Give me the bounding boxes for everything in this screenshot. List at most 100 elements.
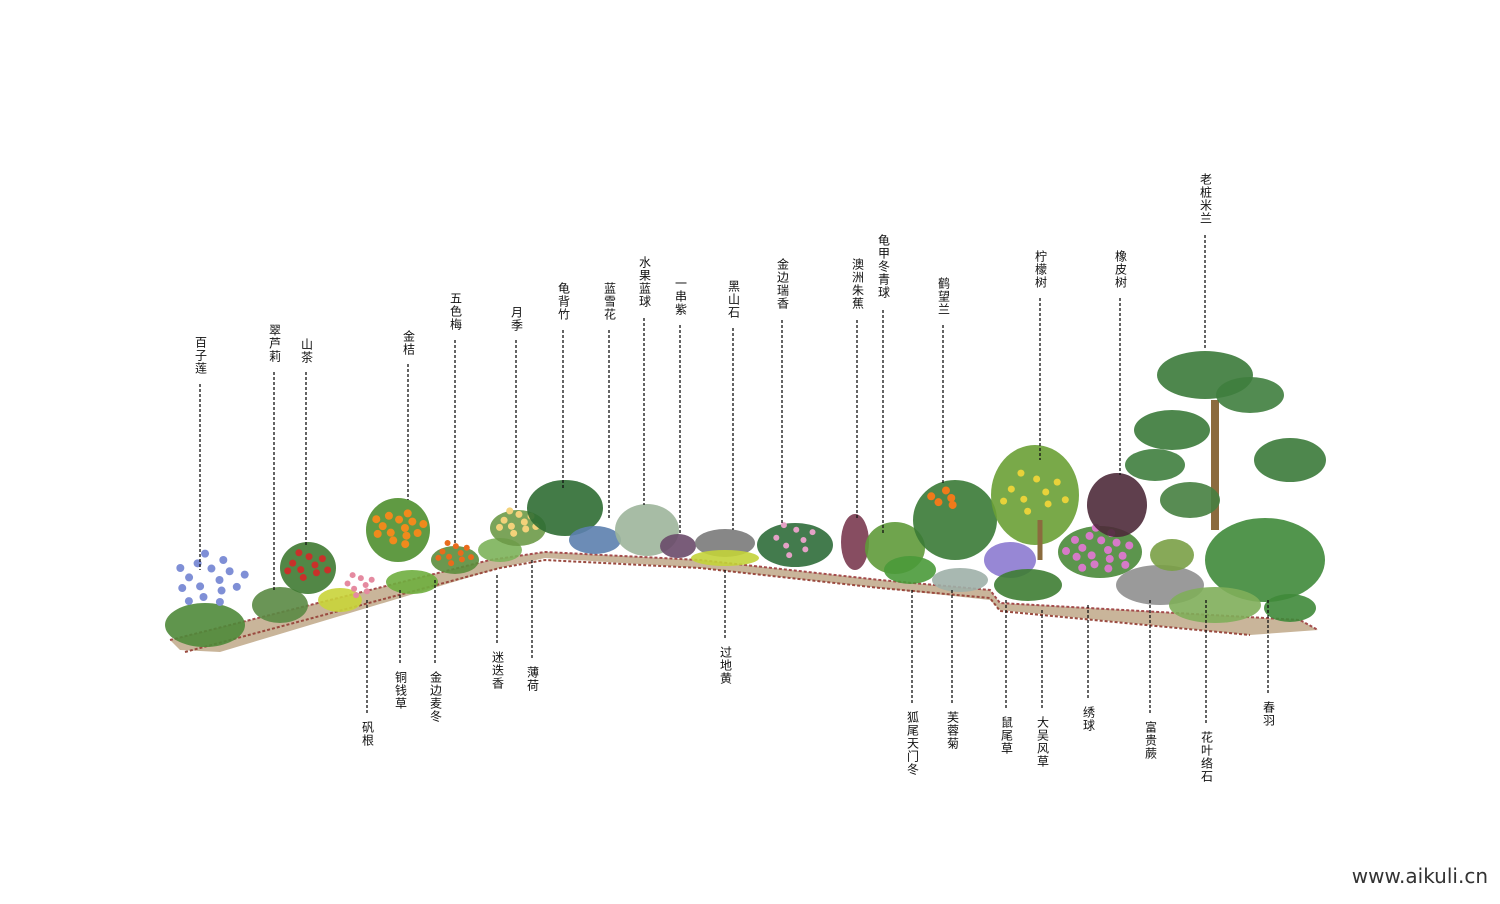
flower-dots (240, 570, 249, 579)
fruit-dots (386, 528, 395, 537)
plant-label-lower: 铜钱草 (393, 671, 408, 710)
flower-dots (934, 498, 943, 507)
flower-dots (463, 544, 470, 551)
flower-dots (468, 554, 475, 561)
flower-dots (1121, 560, 1130, 569)
plant-label-lower: 迷迭香 (490, 651, 505, 690)
plant-label-upper: 翠芦莉 (267, 324, 282, 363)
flower-dots (500, 516, 508, 524)
flower-dots (349, 572, 356, 579)
plant-label-lower: 富贵蕨 (1143, 721, 1158, 760)
foliage-blob (984, 542, 1036, 578)
plant-label-upper: 黑山石 (726, 280, 741, 319)
flower-dots (458, 556, 465, 563)
flower-dots (344, 580, 351, 587)
plant-label-lower: 花叶络石 (1199, 731, 1214, 783)
flower-dots (1085, 531, 1094, 540)
plant-label-lower: 狐尾天门冬 (905, 711, 920, 776)
flower-dots (783, 542, 790, 549)
flower-dots (1062, 547, 1071, 556)
plant-label-lower: 芙蓉菊 (945, 711, 960, 750)
flower-dots (457, 550, 464, 556)
plant-label-lower: 过地黄 (718, 646, 733, 685)
plant-label-upper: 蓝雪花 (602, 282, 617, 321)
flower-dots (1078, 543, 1087, 552)
plant-label-upper: 金边瑞香 (775, 258, 790, 310)
flower-dots (786, 552, 793, 559)
flower-dots (809, 529, 816, 536)
foliage-blob (386, 570, 438, 594)
flower-dots (802, 546, 809, 553)
foliage-blob (1150, 539, 1194, 571)
flower-dots (295, 549, 303, 557)
flower-dots (800, 537, 807, 543)
foliage-blob (991, 445, 1079, 545)
flower-dots (1105, 554, 1114, 563)
flower-dots (444, 540, 451, 547)
plant-label-lower: 金边麦冬 (428, 671, 443, 723)
flower-dots (1118, 551, 1127, 560)
flower-dots (297, 566, 305, 574)
plant-label-lower: 鼠尾草 (999, 716, 1014, 755)
foliage-blob (1160, 482, 1220, 518)
flower-dots (289, 559, 297, 567)
flower-dots (215, 597, 224, 606)
foliage-blob (165, 603, 245, 647)
flower-dots (1112, 538, 1121, 547)
flower-dots (510, 529, 518, 537)
foliage-blob (1264, 594, 1316, 622)
plant-label-upper: 澳洲朱蕉 (850, 258, 865, 310)
flower-dots (448, 560, 455, 567)
plant-label-lower: 薄荷 (525, 666, 540, 692)
flower-dots (773, 534, 780, 541)
flower-dots (948, 500, 957, 509)
flower-dots (201, 549, 210, 558)
flower-dots (196, 582, 205, 591)
fruit-dots (384, 511, 393, 520)
plant-label-upper: 五色梅 (448, 292, 463, 331)
foliage-blob (1169, 587, 1261, 623)
fruit-dots (373, 529, 382, 538)
foliage-blob (932, 568, 988, 592)
flower-dots (324, 566, 332, 574)
flower-dots (947, 494, 956, 502)
flower-dots (353, 592, 360, 599)
flower-dots (299, 573, 307, 581)
fruit-dots (1020, 495, 1028, 503)
leader-lines (199, 235, 1269, 725)
flower-dots (311, 561, 319, 569)
flower-dots (941, 486, 950, 495)
flower-dots (318, 555, 326, 563)
plant-label-upper: 山茶 (299, 338, 314, 364)
fruit-dots (395, 515, 404, 524)
fruit-dots (402, 531, 411, 540)
flower-dots (1104, 564, 1113, 573)
flower-dots (520, 518, 528, 526)
ground-bed (169, 550, 1319, 653)
flower-dots (305, 553, 313, 561)
flower-dots (1072, 552, 1081, 561)
fruit-dots (372, 515, 381, 524)
flower-dots (507, 522, 515, 530)
flower-dots (178, 584, 187, 593)
flower-dots (452, 543, 459, 550)
foliage-blob (1058, 526, 1142, 578)
flower-dots (496, 523, 504, 531)
flower-dots (185, 573, 194, 582)
foliage-blob (884, 556, 936, 584)
plant-label-upper: 龟甲冬青球 (876, 234, 891, 299)
plant-label-upper: 月季 (509, 306, 524, 332)
plant-label-upper: 龟背竹 (556, 282, 571, 321)
flower-dots (232, 582, 241, 591)
plant-label-lower: 春羽 (1261, 701, 1276, 727)
fruit-dots (408, 517, 417, 526)
flower-dots (363, 588, 370, 595)
flower-dots (225, 567, 234, 576)
flower-dots (184, 597, 193, 606)
flower-dots (439, 548, 446, 555)
foliage-blob (1254, 438, 1326, 482)
flower-dots (446, 553, 453, 560)
foliage-blob (913, 480, 997, 560)
foliage-blob (318, 588, 362, 612)
